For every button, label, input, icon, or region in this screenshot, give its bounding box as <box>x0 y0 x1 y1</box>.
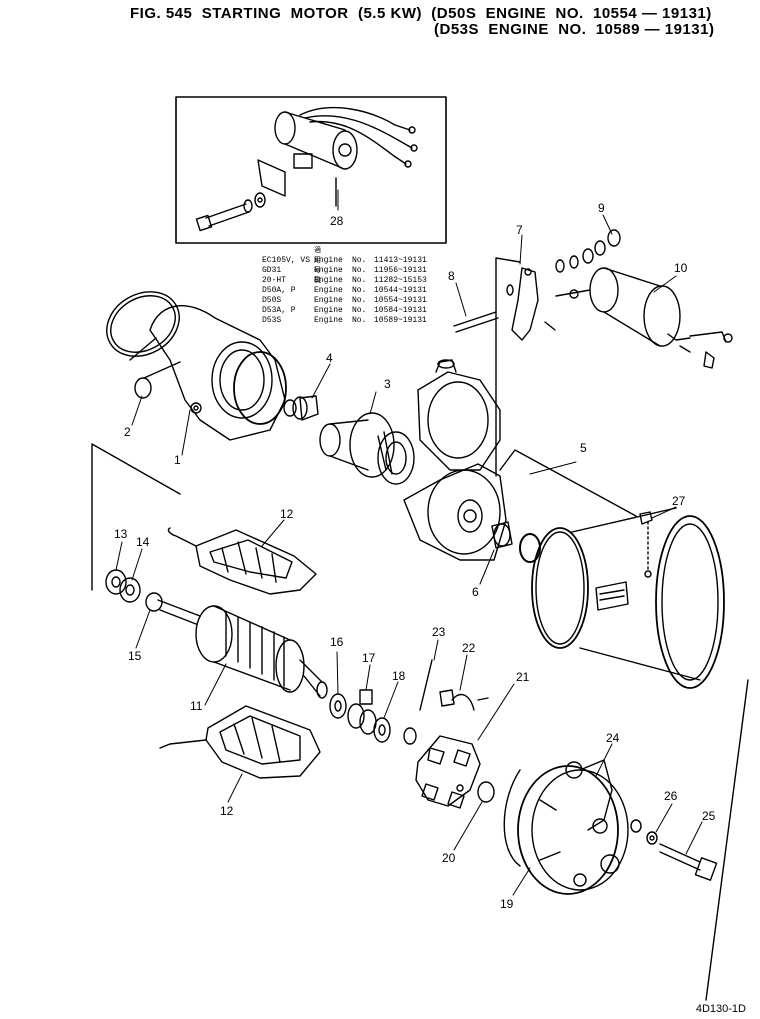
callout-label: 28 <box>330 214 344 228</box>
callout-label: 21 <box>516 670 530 684</box>
drawing-code: 4D130-1D <box>695 1003 746 1015</box>
front-housing <box>106 291 287 441</box>
callout-label: 9 <box>598 201 605 215</box>
callout-label: 26 <box>664 789 678 803</box>
serial-model: D53S <box>262 316 282 325</box>
callout-label: 2 <box>124 425 131 439</box>
serial-range: 10589~19131 <box>374 316 427 325</box>
figure-title-line2: (D53S ENGINE NO. 10589 — 19131) <box>434 21 715 38</box>
callout-label: 15 <box>128 649 142 663</box>
group-line-7 <box>495 257 521 477</box>
serial-model: 20-HT <box>262 276 287 285</box>
armature <box>157 599 328 699</box>
serial-range: 11956~19131 <box>374 266 427 275</box>
washers-16-17-18 <box>329 689 391 743</box>
callout-label: 5 <box>580 441 587 455</box>
solenoid-10 <box>555 267 733 369</box>
callout-label: 12 <box>280 507 294 521</box>
serial-row: D50S Engine No. 10554~19131 <box>262 296 427 306</box>
serial-engine: Engine <box>314 256 343 265</box>
callout-label: 10 <box>674 261 688 275</box>
callout-label: 12 <box>220 804 234 818</box>
serial-row: D50A, P Engine No. 10544~19131 <box>262 286 427 296</box>
callout-label: 4 <box>326 351 333 365</box>
serial-table-header: 適 用 号 機 <box>314 247 321 285</box>
serial-range: 11282~15153 <box>374 276 427 285</box>
callout-label: 19 <box>500 897 514 911</box>
serial-range: 10554~19131 <box>374 296 427 305</box>
pinion-clutch <box>319 412 415 485</box>
bolt-25-washer-26 <box>630 819 718 881</box>
serial-row: D53A, P Engine No. 10584~19131 <box>262 306 427 316</box>
shift-lever <box>506 267 556 341</box>
callout-label: 25 <box>702 809 716 823</box>
serial-model: GD31 <box>262 266 282 275</box>
serial-row: D53S Engine No. 10589~19131 <box>262 316 427 326</box>
group-line-left <box>91 443 181 591</box>
callout-label: 14 <box>136 535 150 549</box>
serial-no: No. <box>352 316 367 325</box>
callout-label: 13 <box>114 527 128 541</box>
brush-springs <box>403 659 489 745</box>
group-line-5 <box>499 449 637 517</box>
callout-label: 24 <box>606 731 620 745</box>
serial-model: D53A, P <box>262 306 296 315</box>
serial-range: 10584~19131 <box>374 306 427 315</box>
brush-cover-top <box>167 527 317 595</box>
serial-no: No. <box>352 286 367 295</box>
serial-engine: Engine <box>314 316 343 325</box>
bushing-20 <box>477 781 495 803</box>
callout-label: 7 <box>516 223 523 237</box>
serial-engine: Engine <box>314 276 343 285</box>
serial-engine: Engine <box>314 296 343 305</box>
serial-range: 10544~19131 <box>374 286 427 295</box>
serial-no: No. <box>352 296 367 305</box>
serial-model: D50A, P <box>262 286 296 295</box>
serial-row: GD31 Engine No. 11956~19131 <box>262 266 427 276</box>
serial-engine: Engine <box>314 306 343 315</box>
callout-label: 23 <box>432 625 446 639</box>
serial-engine: Engine <box>314 266 343 275</box>
nuts-9 <box>555 229 621 273</box>
callout-label: 8 <box>448 269 455 283</box>
serial-row: 20-HT Engine No. 11282~15153 <box>262 276 427 286</box>
screw-27 <box>639 511 653 573</box>
callout-label: 18 <box>392 669 406 683</box>
serial-model: EC105V, VS <box>262 256 311 265</box>
callout-label: 20 <box>442 851 456 865</box>
inset-box <box>175 96 447 244</box>
brush-holder <box>415 735 481 809</box>
yoke-assembly <box>531 507 725 689</box>
intermediate-housing <box>403 359 507 561</box>
callout-label: 27 <box>672 494 686 508</box>
serial-no: No. <box>352 306 367 315</box>
callout-label: 16 <box>330 635 344 649</box>
callout-label: 17 <box>362 651 376 665</box>
serial-no: No. <box>352 276 367 285</box>
callout-label: 1 <box>174 453 181 467</box>
callout-label: 11 <box>190 699 203 713</box>
group-line-right <box>705 679 749 1001</box>
callout-label: 3 <box>384 377 391 391</box>
serial-engine: Engine <box>314 286 343 295</box>
brush-cover-bottom <box>159 705 321 779</box>
serial-range: 11413~19131 <box>374 256 427 265</box>
callout-label: 22 <box>462 641 476 655</box>
leader-lines <box>115 189 703 896</box>
washers-13-14 <box>105 569 163 612</box>
bushings <box>283 395 319 421</box>
callout-label: 6 <box>472 585 479 599</box>
serial-no: No. <box>352 266 367 275</box>
bolt-8 <box>453 311 499 333</box>
rear-cover <box>503 759 629 895</box>
serial-model: D50S <box>262 296 282 305</box>
figure-title: FIG. 545 STARTING MOTOR (5.5 KW) (D50S E… <box>130 5 712 22</box>
serial-no: No. <box>352 256 367 265</box>
